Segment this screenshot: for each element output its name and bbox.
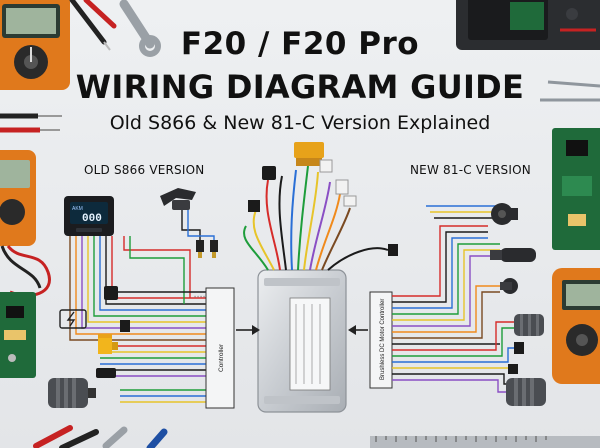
controller-box (257, 269, 347, 413)
speed-sensor-plug-left (120, 320, 130, 332)
multimeter-right (552, 268, 600, 384)
ruler-bottom (370, 436, 600, 448)
circuit-board-right (552, 128, 600, 250)
display-readout: 000 (82, 213, 102, 225)
plugs-right (508, 342, 524, 374)
motor-left (48, 378, 96, 408)
power-plug-left (98, 338, 118, 354)
old-version-label: OLD S866 VERSION (84, 163, 205, 177)
tools-bottom-left (33, 425, 168, 448)
hall-connectors-left (96, 368, 116, 378)
arrow-right-to-controller (348, 325, 368, 335)
motor-right-top (514, 314, 544, 336)
wrench-top (119, 0, 161, 57)
lcd-display: AKM 000 (64, 196, 114, 236)
wire-bundle (243, 165, 389, 271)
tweezers-right (540, 80, 600, 102)
screwdriver-left (0, 113, 62, 133)
arrow-left-to-controller (236, 325, 260, 335)
brake-connectors-left (196, 240, 218, 258)
right-wiring (392, 205, 516, 393)
test-probes-top (69, 0, 117, 51)
left-controller-block: + + + + (194, 287, 235, 409)
new-version-label: NEW 81-C VERSION (410, 163, 531, 177)
throttle-grip-right (490, 248, 536, 262)
motor-right-bottom (506, 378, 546, 406)
multimeter-left (0, 150, 51, 297)
circuit-board-left (0, 292, 36, 378)
brake-lever-right (500, 278, 518, 294)
bundle-connectors (248, 142, 398, 256)
display-brand: AKM (72, 206, 83, 212)
svg-text:+ + + +: + + + + (194, 295, 205, 299)
page-title-second-line: WIRING DIAGRAM GUIDE (75, 68, 525, 106)
throttle-lever-left (160, 188, 196, 210)
page-subtitle: Old S866 & New 81-C Version Explained (109, 112, 491, 134)
right-controller-block (369, 291, 393, 389)
tool-case-top-right (456, 0, 600, 50)
page-title: F20 / F20 Pro (180, 26, 420, 62)
light-connector-left (104, 286, 118, 300)
display-knob-right (491, 203, 518, 225)
multimeter-top-left (0, 0, 70, 90)
